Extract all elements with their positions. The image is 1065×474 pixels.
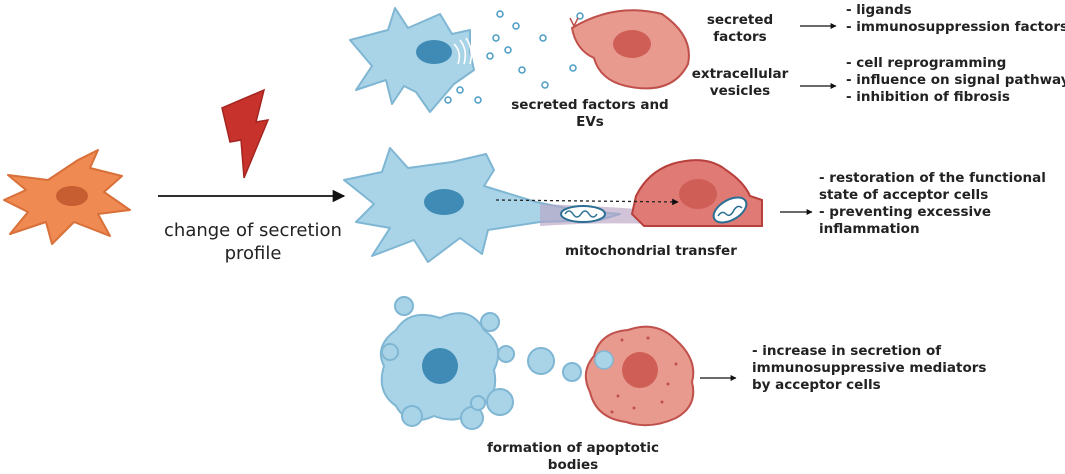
apoptotic-bodies <box>470 347 582 416</box>
list-item: by acceptor cells <box>752 377 881 393</box>
list-item: - cell reprogramming <box>846 55 1007 71</box>
transfer-dashed-arrow <box>495 198 679 206</box>
left-label: change of secretion profile <box>158 219 348 265</box>
lightning-bolt-icon <box>221 88 270 179</box>
secreted-factors-label: secreted factors <box>706 12 774 45</box>
mitochondrion-icon-acceptor <box>712 196 748 224</box>
list-item: - increase in secretion of <box>752 343 942 359</box>
list-item: state of acceptor cells <box>819 187 989 203</box>
acceptor-nucleus-3 <box>622 352 658 388</box>
list-item: - influence on signal pathways <box>846 72 1065 88</box>
donor-cell-mito <box>343 147 621 263</box>
msc-cell <box>3 149 131 245</box>
list-item: - inhibition of fibrosis <box>846 89 1010 105</box>
extracellular-vesicles-label: extracellular vesicles <box>691 66 789 99</box>
acceptor-cell-top <box>569 9 690 90</box>
list-item: inflammation <box>819 221 920 237</box>
apoptotic-nucleus <box>422 348 458 384</box>
acceptor-cell-bottom <box>584 325 695 427</box>
left-label-line2: profile <box>224 243 282 264</box>
donor-nucleus <box>416 40 452 64</box>
donor-cell-secreting <box>349 7 475 113</box>
mitochondrion-icon <box>560 205 606 223</box>
apoptotic-caption: formation of apoptotic bodies <box>486 440 660 473</box>
list-item: immunosuppressive mediators <box>752 360 987 376</box>
list-item: - immunosuppression factors <box>846 19 1065 35</box>
extracellular-vesicles-effects: - cell reprogramming - influence on sign… <box>846 55 1065 106</box>
acceptor-nucleus-2 <box>679 179 717 209</box>
acceptor-nucleus <box>613 30 651 58</box>
left-label-line1: change of secretion <box>164 220 342 241</box>
apoptotic-cell <box>380 296 515 430</box>
mito-caption: mitochondrial transfer <box>565 243 737 259</box>
golgi-apparatus <box>453 37 473 65</box>
apoptotic-effects: - increase in secretion of immunosuppres… <box>752 343 986 394</box>
list-item: - preventing excessive <box>819 204 992 220</box>
secreted-factors-effects: - ligands - immunosuppression factors <box>846 2 1065 36</box>
acceptor-cell-mito <box>630 159 763 227</box>
secreted-vesicles <box>444 10 608 104</box>
list-item: - restoration of the functional <box>819 170 1046 186</box>
mito-effects: - restoration of the functional state of… <box>819 170 1046 238</box>
row1-caption: secreted factors and EVs <box>511 97 669 130</box>
list-item: - ligands <box>846 2 912 18</box>
msc-nucleus <box>56 186 88 206</box>
receptor-icon <box>569 17 579 27</box>
donor-nucleus-2 <box>424 189 464 215</box>
